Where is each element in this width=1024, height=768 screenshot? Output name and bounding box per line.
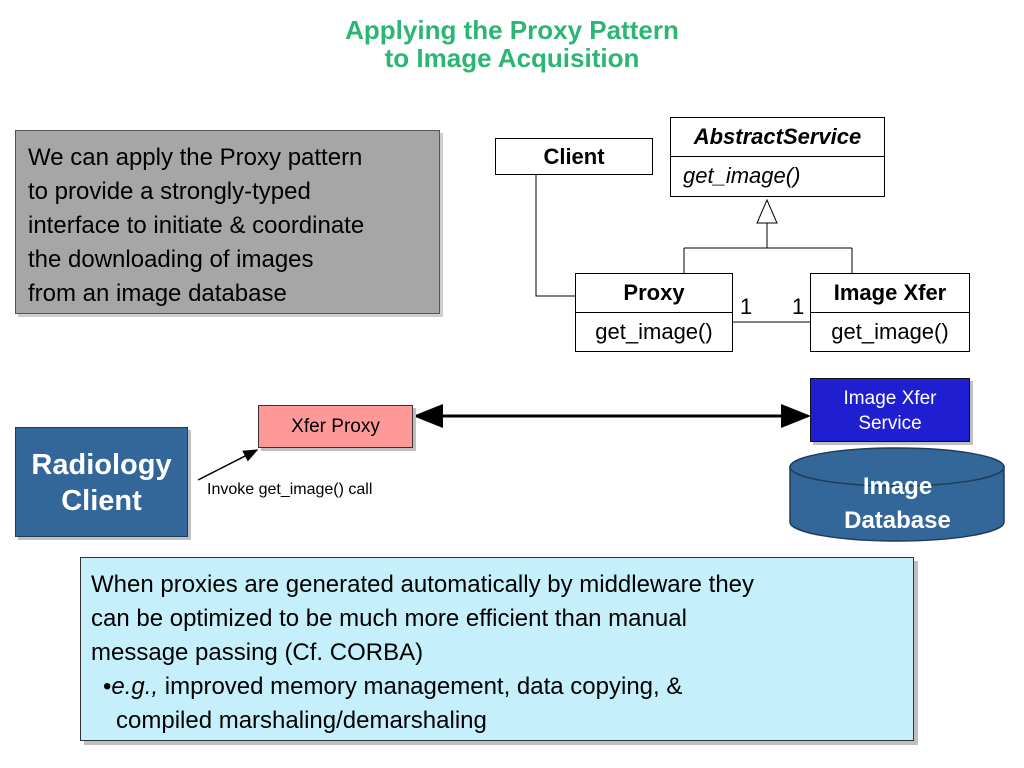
multiplicity-left: 1 <box>740 294 753 319</box>
intro-line: the downloading of images <box>28 246 314 273</box>
title-line-2: to Image Acquisition <box>384 43 640 73</box>
intro-line: We can apply the Proxy pattern <box>28 144 363 171</box>
xfer-proxy-box: Xfer Proxy <box>258 405 413 448</box>
image-database-label: Image Database <box>790 470 1005 538</box>
database-line-1: Image <box>862 473 933 500</box>
uml-image-xfer-name: Image Xfer <box>811 274 969 313</box>
note-bullet: •e.g., improved memory management, data … <box>91 670 903 704</box>
invoke-arrow <box>197 449 259 481</box>
uml-image-xfer-class: Image Xfer get_image() <box>810 273 970 352</box>
slide-title: Applying the Proxy Pattern to Image Acqu… <box>0 16 1024 72</box>
inheritance-triangle <box>756 198 778 224</box>
uml-abstract-service-operation: get_image() <box>683 163 801 188</box>
database-cylinder <box>789 447 1005 542</box>
bullet-glyph: • <box>103 673 112 700</box>
intro-line: interface to initiate & coordinate <box>28 212 365 239</box>
uml-proxy-class: Proxy get_image() <box>575 273 733 352</box>
intro-line: from an image database <box>28 280 287 307</box>
intro-text-box: We can apply the Proxy pattern to provid… <box>15 130 440 314</box>
invoke-call-label: Invoke get_image() call <box>207 481 373 498</box>
uml-proxy-name: Proxy <box>576 274 732 313</box>
xfer-service-line-2: Service <box>858 413 922 434</box>
multiplicity-right: 1 <box>792 294 805 319</box>
image-xfer-service-box: Image Xfer Service <box>810 378 970 442</box>
bullet-text: improved memory management, data copying… <box>158 673 683 700</box>
bullet-italic-text: e.g., <box>111 673 159 700</box>
radiology-line-1: Radiology <box>31 449 172 481</box>
note-line: message passing (Cf. CORBA) <box>91 639 424 666</box>
note-line: can be optimized to be much more efficie… <box>91 605 687 632</box>
uml-client-class: Client <box>495 138 653 175</box>
note-bullet-continuation: compiled marshaling/demarshaling <box>116 707 487 734</box>
uml-abstract-service-class: AbstractService get_image() <box>670 117 885 197</box>
title-line-1: Applying the Proxy Pattern <box>345 15 679 45</box>
radiology-client-box: Radiology Client <box>15 427 188 537</box>
uml-image-xfer-operation: get_image() <box>831 319 949 344</box>
database-line-2: Database <box>844 507 951 534</box>
note-line: When proxies are generated automatically… <box>91 571 755 598</box>
uml-proxy-operation: get_image() <box>595 319 713 344</box>
client-proxy-association <box>535 175 575 297</box>
middleware-note-box: When proxies are generated automatically… <box>80 557 914 741</box>
intro-line: to provide a strongly-typed <box>28 178 311 205</box>
uml-client-name: Client <box>543 144 605 169</box>
uml-abstract-service-name: AbstractService <box>671 118 884 157</box>
xfer-service-line-1: Image Xfer <box>843 388 937 409</box>
radiology-line-2: Client <box>61 485 142 517</box>
